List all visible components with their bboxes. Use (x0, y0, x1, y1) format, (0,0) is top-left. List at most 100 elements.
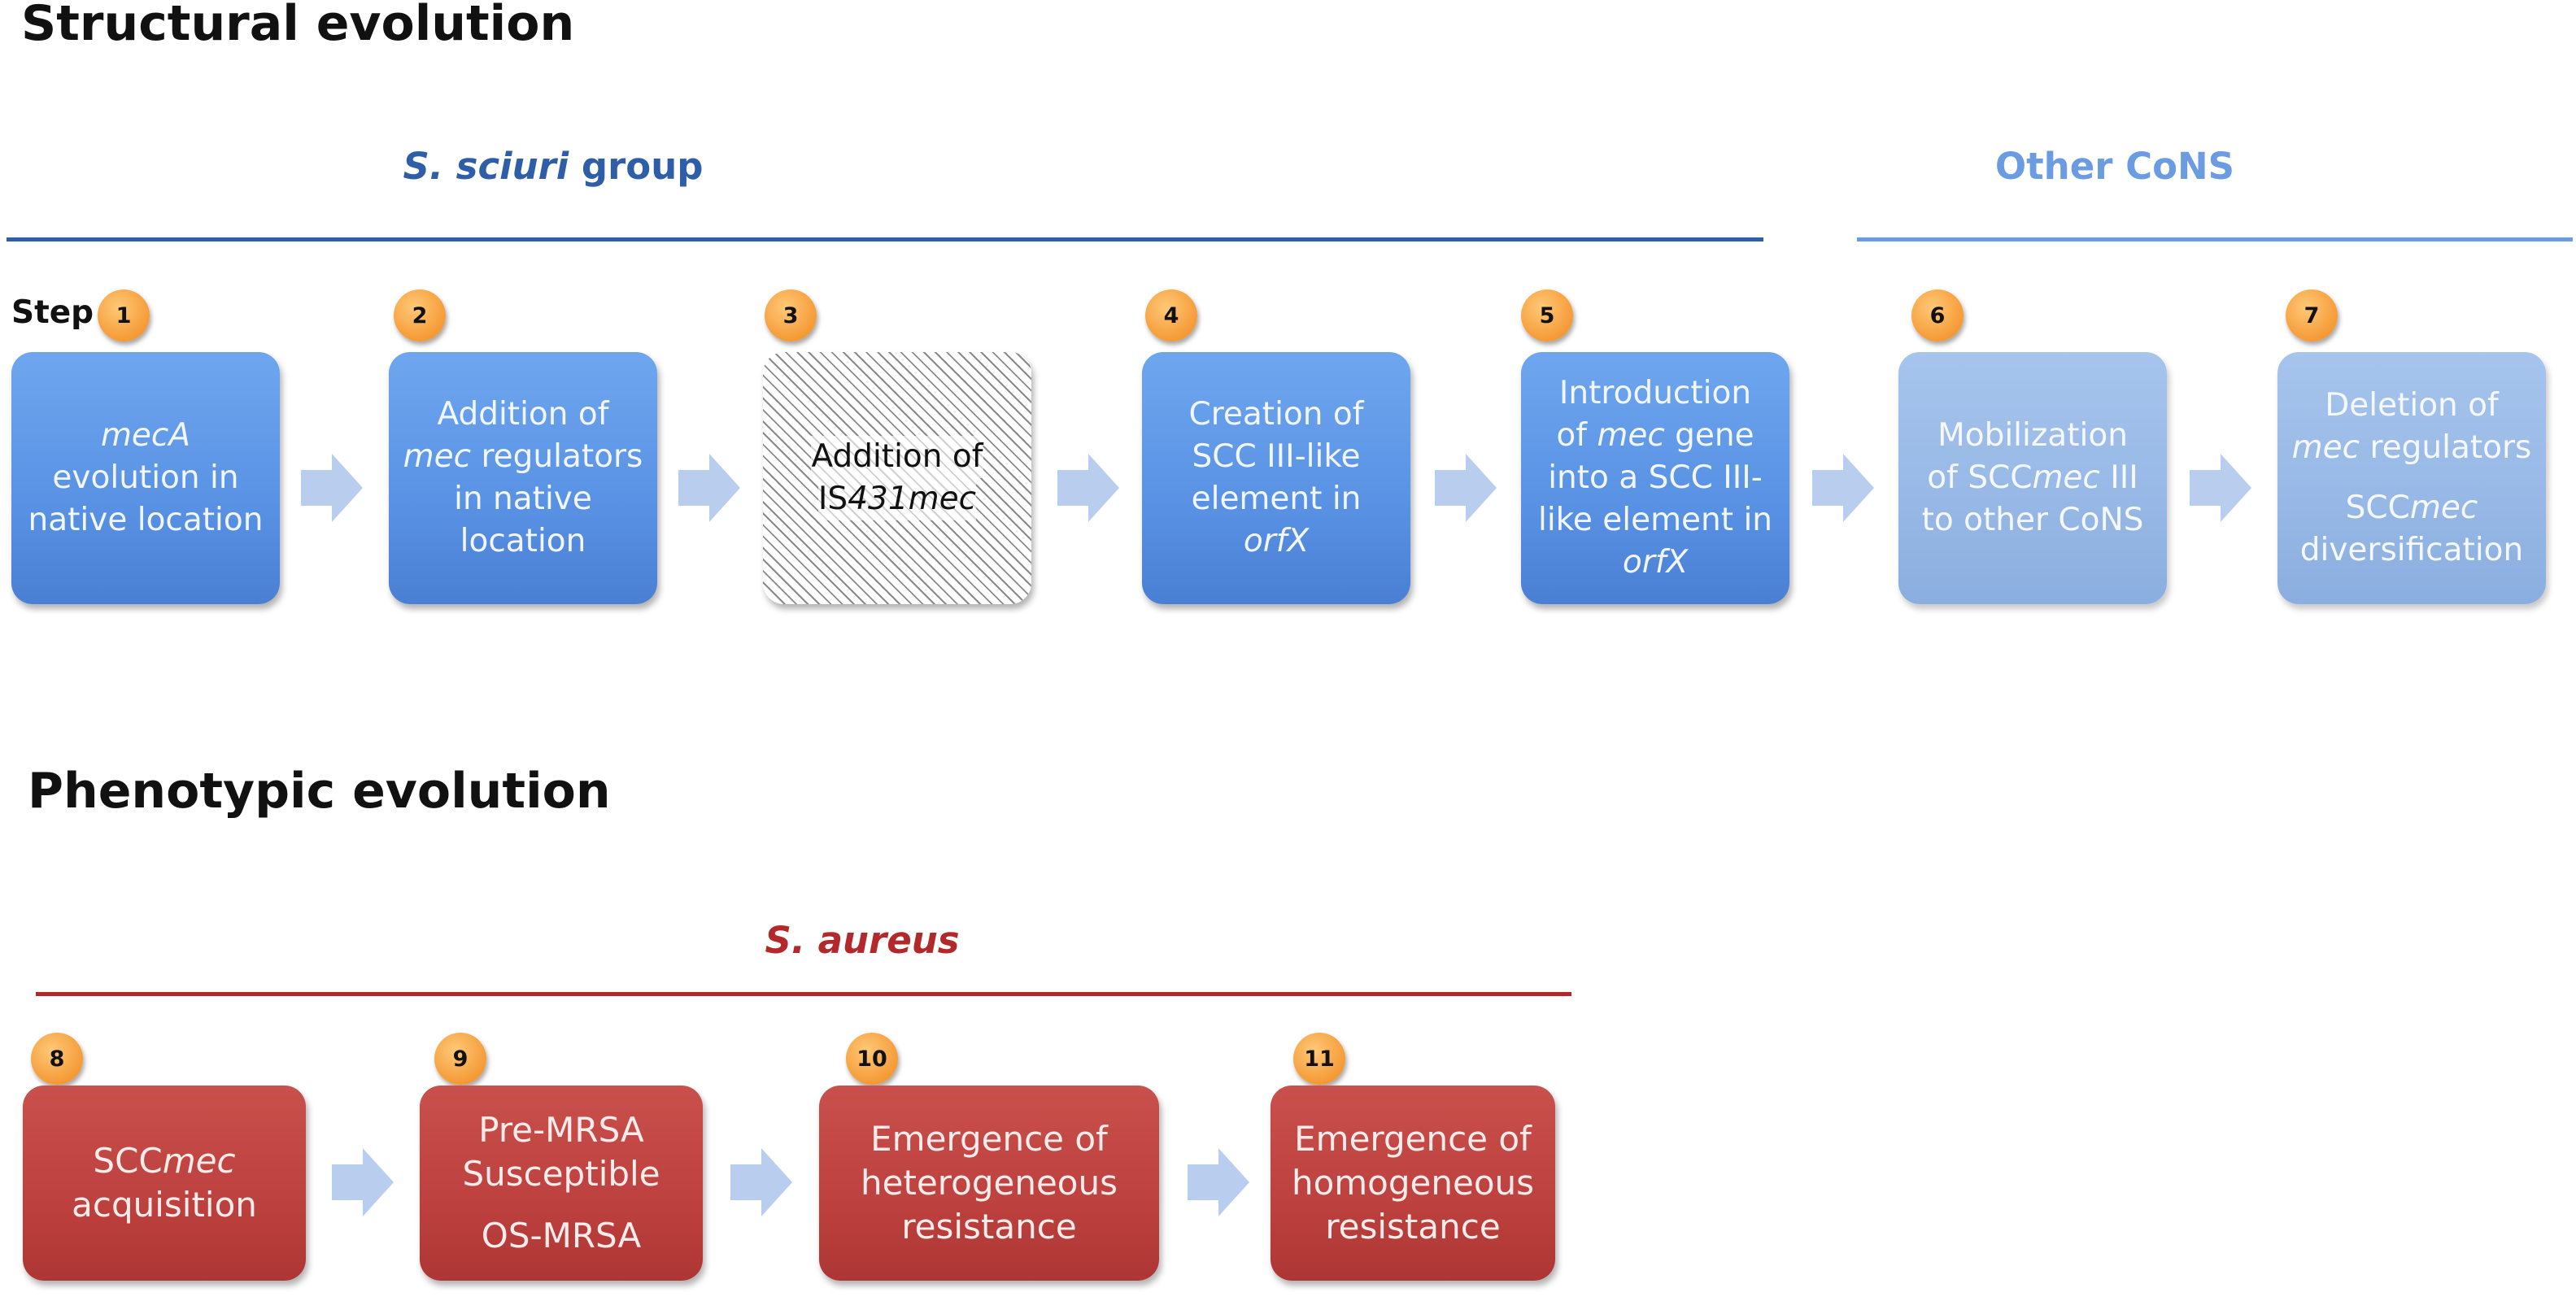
box-text-line: in native (454, 478, 592, 520)
flow-arrow-icon (1812, 454, 1874, 522)
box-text: Introduction (1558, 375, 1752, 411)
box-text: of SCC (1927, 459, 2033, 496)
box-text-line: of mec gene (1556, 415, 1754, 457)
step-number-badge: 4 (1145, 289, 1197, 342)
step-number-badge: 11 (1293, 1033, 1345, 1085)
box-text-line: to other CoNS (1922, 499, 2144, 542)
aureus-species-name: S. aureus (765, 919, 960, 962)
step-number-badge: 2 (394, 289, 446, 342)
italic-gene-text: mec (1597, 417, 1665, 454)
italic-gene-text: mec (403, 438, 472, 475)
step-number-badge: 9 (434, 1033, 486, 1085)
box-text: Creation of (1188, 396, 1364, 433)
box-text: Mobilization (1937, 417, 2128, 454)
step-number-badge: 10 (846, 1033, 898, 1085)
box-text-line: into a SCC III- (1548, 457, 1763, 499)
box-text-line: resistance (901, 1205, 1076, 1249)
sciuri-group-label: S. sciuri group (325, 145, 781, 188)
box-text: into a SCC III- (1548, 459, 1763, 496)
italic-gene-text: mec (2291, 429, 2360, 466)
box-text: III (2099, 459, 2138, 496)
sciuri-species-name: S. sciuri (403, 145, 569, 188)
flow-arrow-icon (678, 454, 740, 522)
box-text-line: Pre-MRSA (478, 1108, 644, 1152)
step-number-badge: 7 (2286, 289, 2338, 342)
box-text: heterogeneous (861, 1163, 1118, 1203)
box-text: IS (817, 481, 848, 517)
italic-gene-text: 431mec (848, 481, 977, 517)
flow-arrow-icon (1057, 454, 1119, 522)
box-text-line: mec regulators (2292, 427, 2532, 469)
italic-gene-text: mec (162, 1141, 236, 1181)
flow-arrow-icon (1188, 1148, 1249, 1216)
box-text: regulators (2360, 429, 2532, 466)
box-text: homogeneous (1291, 1163, 1535, 1203)
flow-arrow-icon (1435, 454, 1497, 522)
box-text-line: evolution in (52, 457, 238, 499)
box-text: of (1556, 417, 1597, 454)
box-text: gene (1664, 417, 1754, 454)
box-text-line: acquisition (72, 1183, 257, 1227)
box-text: SCC (93, 1141, 163, 1181)
box-text: element in (1191, 481, 1362, 517)
structural-evolution-heading: Structural evolution (21, 0, 575, 52)
box-text: Deletion of (2325, 387, 2499, 424)
box-text-line: Addition of (437, 394, 608, 436)
box-text-line: Creation of (1189, 394, 1364, 436)
other-cons-label: Other CoNS (1994, 145, 2235, 188)
italic-gene-text: mecA (100, 417, 191, 454)
box-text-line: Mobilization (1937, 415, 2128, 457)
box-text-line: SCCmec (93, 1139, 235, 1183)
aureus-group-line (36, 992, 1571, 996)
step-number-badge: 3 (765, 289, 817, 342)
box-text-line: heterogeneous (861, 1161, 1118, 1205)
flow-arrow-icon (2190, 454, 2251, 522)
step-label: Step (11, 294, 94, 331)
italic-gene-text: mec (2409, 490, 2478, 526)
phenotypic-evolution-heading: Phenotypic evolution (28, 763, 611, 820)
box-text: OS-MRSA (481, 1216, 642, 1255)
flow-arrow-icon (332, 1148, 394, 1216)
box-text: resistance (901, 1207, 1077, 1247)
sciuri-group-suffix: group (569, 145, 704, 188)
box-text-line: Susceptible (462, 1152, 660, 1196)
box-text-line: of SCCmec III (1927, 457, 2138, 499)
step-number-badge: 1 (98, 289, 150, 342)
box-text-line: element in (1192, 478, 1362, 520)
box-text: like element in (1537, 502, 1773, 538)
box-text-line: like element in (1538, 499, 1772, 542)
box-text-line: Emergence of (1294, 1117, 1532, 1161)
flow-arrow-icon (301, 454, 363, 522)
box-text: regulators (471, 438, 643, 475)
box-text-line: Introduction (1559, 372, 1751, 415)
box-text: in native (454, 481, 592, 517)
box-text-line: location (460, 520, 586, 563)
box-text-line: IS431mec (817, 478, 977, 520)
box-text-line: Addition of (811, 436, 983, 478)
box-text-line: SCC III-like (1192, 436, 1360, 478)
box-text: Emergence of (1294, 1119, 1532, 1159)
box-text-line: OS-MRSA (482, 1214, 641, 1258)
box-text: acquisition (72, 1185, 257, 1225)
step-number-badge: 6 (1911, 289, 1964, 342)
box-text-line: resistance (1325, 1205, 1500, 1249)
box-text: Emergence of (870, 1119, 1108, 1159)
aureus-label: S. aureus (667, 919, 1057, 962)
box-text-line: Emergence of (870, 1117, 1108, 1161)
box-text-line: Deletion of (2325, 385, 2499, 427)
step-number-badge: 5 (1521, 289, 1573, 342)
sciuri-group-line (7, 237, 1763, 241)
box-text: native location (28, 502, 264, 538)
box-text: Addition of (811, 438, 983, 475)
box-text: Addition of (437, 396, 609, 433)
italic-gene-text: mec (2032, 459, 2100, 496)
box-text-line: SCCmec (2346, 487, 2478, 529)
box-text: Pre-MRSA (478, 1110, 644, 1150)
